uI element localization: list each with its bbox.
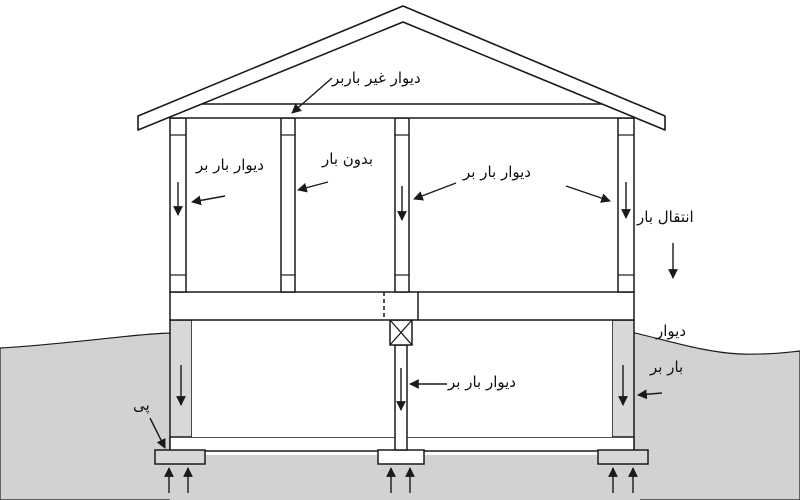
leader-no-load [297, 181, 329, 193]
label-load-bearing-wall-left: دیوار بار بر [196, 156, 264, 174]
label-ground-wall-line1: دیوار [656, 322, 687, 340]
leader-load-right-b [565, 185, 611, 203]
leader-load-right-a [413, 182, 457, 201]
ceiling-joist [169, 103, 635, 119]
leader-foundation [149, 417, 166, 449]
label-no-load: بدون بار [322, 150, 374, 168]
label-load-transfer: انتقال بار [637, 208, 694, 226]
ground [0, 332, 176, 500]
footing-middle [377, 449, 425, 465]
partition-no-load [280, 117, 296, 293]
footing-right [597, 449, 649, 465]
label-ground-wall-line2: بار بر [650, 358, 684, 376]
label-load-bearing-wall-basement: دیوار بار بر [448, 373, 516, 391]
label-load-bearing-wall-right: دیوار بار بر [463, 163, 531, 181]
label-non-load-bearing-wall: دیوار غیر باربر [332, 69, 421, 87]
leader-load-left [191, 195, 226, 206]
post-cap-cross [389, 319, 413, 346]
footing-left [154, 449, 206, 465]
roof [137, 5, 666, 131]
leader-ground-wall [637, 389, 663, 400]
label-foundation: پی [133, 396, 150, 414]
leader-non-load [291, 77, 333, 114]
floor-beam [169, 291, 635, 321]
ground-right [629, 331, 800, 500]
